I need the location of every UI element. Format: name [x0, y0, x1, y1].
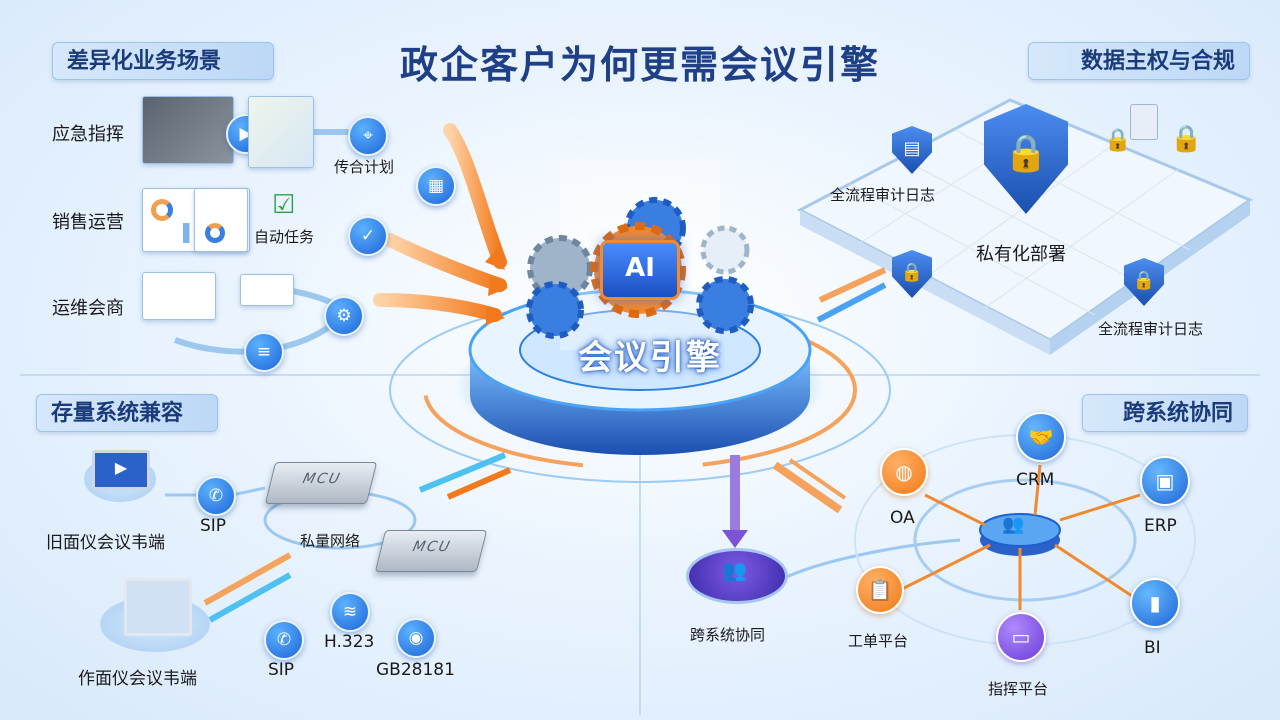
- oa-user-icon: ◍: [880, 448, 928, 496]
- arrow-ops: [373, 293, 502, 322]
- gear-icon-bottom-left: [526, 281, 584, 339]
- people-icon-hub: 👥: [722, 558, 747, 582]
- check-icon: ✓: [348, 216, 388, 256]
- arrow-emergency: [443, 123, 507, 269]
- arrow-in-compliance: [818, 267, 887, 303]
- scenario-ops: 运维会商: [52, 298, 124, 319]
- arrow-legacy-in: [418, 452, 507, 493]
- video-call-screen-icon: [124, 578, 192, 636]
- private-net-label: 私量网络: [300, 532, 361, 550]
- erp-icon: ▣: [1140, 456, 1190, 506]
- task-schedule-icon: ▦: [416, 166, 456, 206]
- lock-icon-small: 🔒: [1104, 128, 1132, 153]
- page-title: 政企客户为何更需会议引擎: [399, 43, 880, 87]
- mcu-device-1: MCU: [264, 462, 378, 504]
- collab-orbit-inner: [913, 478, 1137, 602]
- video-wall-thumbnail: [142, 96, 234, 164]
- section-legacy: 存量系统兼容: [36, 394, 218, 432]
- arrow-out-compliance: [816, 282, 887, 323]
- scenario-sales: 销售运营: [52, 212, 124, 233]
- arrow-legacy-out: [446, 467, 512, 500]
- clipboard-icon: 📋: [856, 566, 904, 614]
- sip-label-1: SIP: [200, 516, 227, 536]
- oa-label: OA: [890, 508, 915, 528]
- ops-dashboard-thumbnail: [142, 272, 216, 320]
- sip-label-2: SIP: [268, 660, 295, 680]
- ai-chip-icon: AI: [600, 240, 680, 300]
- gb-protocol-icon: ◉: [396, 618, 436, 658]
- arrow-sales: [383, 233, 507, 292]
- command-screen-icon: ▭: [996, 612, 1046, 662]
- mcu-device-2: MCU: [374, 530, 488, 572]
- new-terminal-label: 作面仪会议韦端: [78, 669, 197, 689]
- private-deploy-label: 私有化部署: [976, 244, 1066, 265]
- bar-chart-icon: ▮: [1130, 578, 1180, 628]
- collab-core: [979, 513, 1061, 547]
- settings-gear-icon: ⚙: [324, 296, 364, 336]
- crm-label: CRM: [1016, 470, 1055, 490]
- gear-icon-right: [696, 276, 754, 334]
- ops-panel-thumbnail: [240, 274, 294, 306]
- collab-hub-node: [686, 548, 788, 604]
- audit-log-top: 全流程审计日志: [830, 186, 936, 204]
- handshake-icon: 🤝: [1016, 412, 1066, 462]
- phone-icon-sip-2: ✆: [264, 620, 304, 660]
- engine-label: 会议引擎: [578, 338, 722, 378]
- tag-auto-task: 自动任务: [254, 228, 315, 246]
- erp-label: ERP: [1144, 516, 1177, 536]
- section-scenarios: 差异化业务场景: [52, 42, 274, 80]
- document-icon: ≡: [244, 332, 284, 372]
- section-compliance: 数据主权与合规: [1028, 42, 1250, 80]
- laptop-video-icon: ▶: [92, 450, 150, 490]
- h323-label: H.323: [324, 632, 375, 652]
- audit-log-bottom: 全流程审计日志: [1098, 320, 1204, 338]
- command-label: 指挥平台: [988, 680, 1049, 698]
- map-thumbnail: [248, 96, 314, 168]
- gear-icon-top-right: [700, 225, 750, 275]
- checklist-icon: ☑: [272, 190, 296, 220]
- server-icon: [1130, 104, 1158, 140]
- old-terminal-label: 旧面仪会议韦端: [46, 533, 165, 553]
- people-icon-core: 👥: [1002, 514, 1025, 535]
- phone-icon-sip-1: ✆: [196, 476, 236, 516]
- collab-hub-label: 跨系统协同: [690, 626, 766, 644]
- ticket-label: 工单平台: [848, 632, 909, 650]
- h323-protocol-icon: ≋: [330, 592, 370, 632]
- bi-label: BI: [1144, 638, 1161, 658]
- lock-icon-orange: 🔒: [1170, 124, 1203, 154]
- gb-label: GB28181: [376, 660, 455, 680]
- scenario-emergency: 应急指挥: [52, 124, 124, 145]
- section-collab: 跨系统协同: [1082, 394, 1248, 432]
- tag-plan: 传合计划: [334, 158, 395, 176]
- chart-thumbnail-sales: [194, 188, 248, 252]
- location-pin-icon: ⌖: [348, 116, 388, 156]
